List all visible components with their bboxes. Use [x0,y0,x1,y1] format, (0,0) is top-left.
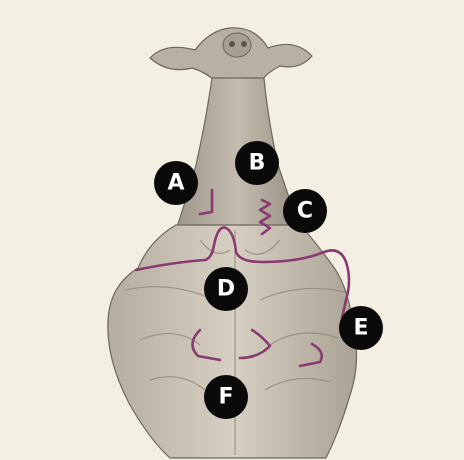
marker-b-label: B [249,151,266,176]
marker-d[interactable]: D [204,267,248,311]
body [108,225,357,458]
marker-b[interactable]: B [235,141,279,185]
marker-c[interactable]: C [283,189,327,233]
marker-c-label: C [297,199,313,224]
marker-a-label: A [167,171,184,196]
marker-f[interactable]: F [204,375,248,419]
marker-f-label: F [218,385,233,410]
marker-e-label: E [353,316,368,341]
marker-e[interactable]: E [339,306,383,350]
marker-d-label: D [217,277,235,302]
marker-a[interactable]: A [154,161,198,205]
